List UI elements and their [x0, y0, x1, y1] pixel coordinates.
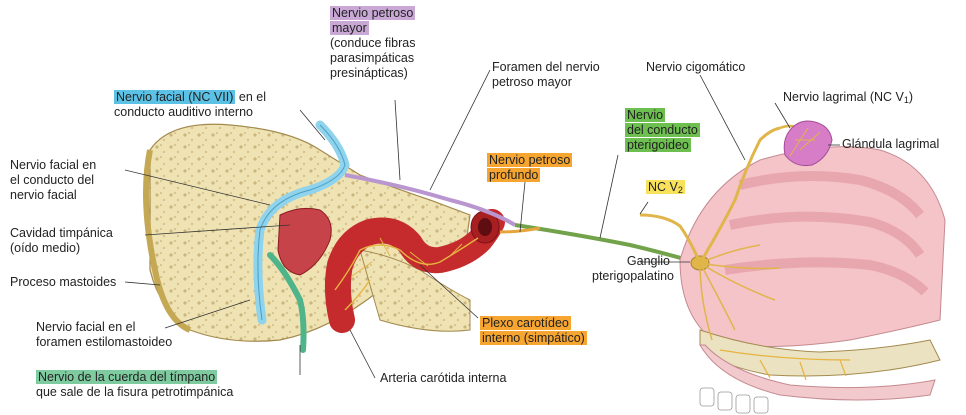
- label-text: interno (simpático): [480, 331, 587, 345]
- label-nervio-petroso-mayor: Nervio petroso mayor (conduce fibras par…: [330, 6, 415, 81]
- label-text: Nervio facial en el: [36, 320, 172, 335]
- label-text: pterigoideo: [625, 138, 691, 152]
- label-text: Nervio: [625, 108, 665, 122]
- label-cavidad-timpanica: Cavidad timpánica (oído medio): [10, 226, 113, 256]
- label-ganglio: Ganglio pterigopalatino: [592, 254, 674, 284]
- label-text: (conduce fibras: [330, 36, 415, 51]
- label-text: mayor: [330, 21, 369, 35]
- label-nervio-lagrimal: Nervio lagrimal (NC V1): [783, 90, 913, 108]
- label-text: Nervio facial (NC VII): [114, 90, 235, 104]
- label-text: conducto auditivo interno: [114, 105, 266, 120]
- label-nervio-facial-conducto: Nervio facial en el conducto del nervio …: [10, 158, 96, 203]
- label-text: Ganglio: [592, 254, 674, 269]
- label-text: nervio facial: [10, 188, 96, 203]
- label-nervio-facial-conducto-auditivo: Nervio facial (NC VII) en el conducto au…: [114, 90, 266, 120]
- label-text: NC V: [648, 180, 678, 194]
- label-text: en el: [235, 90, 266, 104]
- label-text: Nervio lagrimal (NC V: [783, 90, 904, 104]
- label-text: parasimpáticas: [330, 51, 415, 66]
- label-text: Nervio de la cuerda del tímpano: [36, 370, 217, 384]
- label-subscript: 2: [678, 185, 683, 195]
- label-text: pterigopalatino: [592, 269, 674, 284]
- label-nc-v2: NC V2: [646, 180, 685, 198]
- teeth: [700, 388, 768, 413]
- label-text: Nervio petroso: [330, 6, 415, 20]
- label-nervio-cigomatico: Nervio cigomático: [646, 60, 745, 75]
- label-text: Nervio facial en: [10, 158, 96, 173]
- label-text: ): [909, 90, 913, 104]
- label-text: que sale de la fisura petrotimpánica: [36, 385, 233, 400]
- label-text: Foramen del nervio: [492, 60, 600, 75]
- label-arteria-carotida: Arteria carótida interna: [380, 371, 506, 386]
- label-plexo-carotideo: Plexo carotídeo interno (simpático): [480, 316, 587, 346]
- label-nervio-petroso-profundo: Nervio petroso profundo: [487, 153, 572, 183]
- label-text: (oído medio): [10, 241, 113, 256]
- label-text: del conducto: [625, 123, 700, 137]
- label-cuerda-timpano: Nervio de la cuerda del tímpano que sale…: [36, 370, 233, 400]
- label-glandula-lagrimal: Glándula lagrimal: [842, 137, 939, 152]
- nasal-region: [680, 147, 945, 413]
- label-text: petroso mayor: [492, 75, 600, 90]
- label-text: Nervio petroso: [487, 153, 572, 167]
- label-proceso-mastoides: Proceso mastoides: [10, 275, 116, 290]
- label-text: profundo: [487, 168, 540, 182]
- label-nervio-conducto-pterigoideo: Nervio del conducto pterigoideo: [625, 108, 700, 153]
- label-text: presinápticas): [330, 66, 415, 81]
- label-nervio-facial-foramen: Nervio facial en el foramen estilomastoi…: [36, 320, 172, 350]
- label-text: Plexo carotídeo: [480, 316, 571, 330]
- label-foramen-petroso: Foramen del nervio petroso mayor: [492, 60, 600, 90]
- label-text: Cavidad timpánica: [10, 226, 113, 241]
- label-text: foramen estilomastoideo: [36, 335, 172, 350]
- label-text: el conducto del: [10, 173, 96, 188]
